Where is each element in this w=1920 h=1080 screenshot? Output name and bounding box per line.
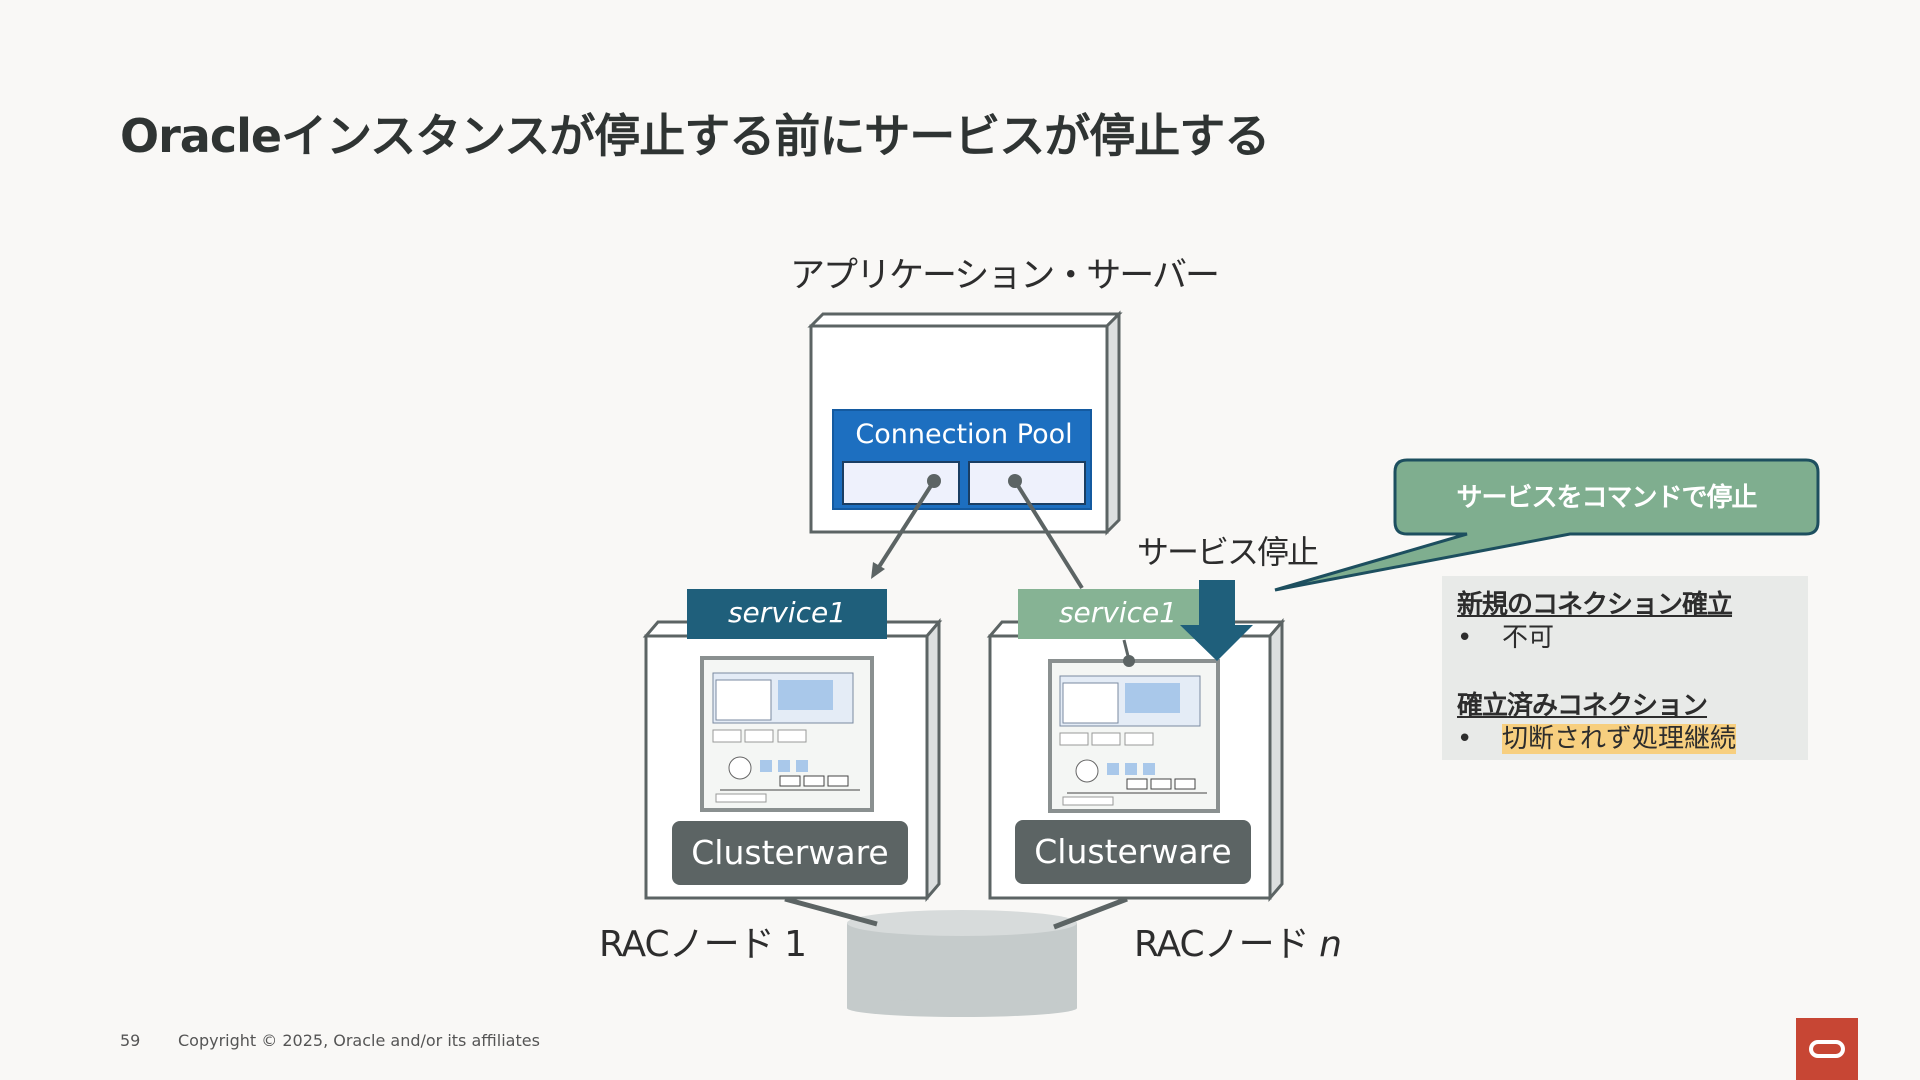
established-value-highlight: 切断されず処理継続 [1502,724,1737,754]
rac-node-1-prefix: RACノード [599,924,775,965]
slide-title: Oracleインスタンスが停止する前にサービスが停止する [120,109,1270,163]
rac-node-n-label: RACノード n [1134,915,1342,967]
service-tab-noden: service1 [1018,589,1218,639]
new-connections-heading: 新規のコネクション確立 [1457,590,1733,620]
rac-node-n-variable: n [1319,924,1342,965]
connection-pool: Connection Pool [832,409,1092,510]
bullet: • [1457,623,1473,653]
connection-pool-label: Connection Pool [855,419,1073,450]
instance-thumbnail-2 [1048,659,1220,813]
clusterware-noden: Clusterware [1015,820,1251,884]
shared-database [847,910,1077,1017]
instance-thumbnail-1 [700,656,874,812]
callout-bubble [1274,458,1820,592]
callout-text: サービスをコマンドで停止 [1456,483,1757,513]
service-stop-label: サービス停止 [1137,533,1319,571]
established-heading: 確立済みコネクション [1457,691,1708,721]
oracle-logo-icon [1796,1018,1858,1080]
clusterware-node1: Clusterware [672,821,908,885]
node1-db-link [784,896,878,927]
bullet: • [1457,724,1473,754]
page-number: 59 [120,1031,141,1050]
service-tab-node1: service1 [687,589,887,639]
new-connections-item: • 不可 [1457,617,1554,654]
rac-node-1-number: 1 [784,924,807,965]
pool-connection-slot-2 [968,461,1086,505]
info-panel: 新規のコネクション確立 • 不可 確立済みコネクション • 切断されず処理継続 [1442,576,1808,760]
established-item: • 切断されず処理継続 [1457,718,1737,755]
new-connections-value: 不可 [1502,623,1555,653]
rac-node-1-label: RACノード 1 [599,915,807,967]
copyright-text: Copyright © 2025, Oracle and/or its affi… [178,1031,540,1050]
rac-node-n-prefix: RACノード [1134,924,1310,965]
noden-db-link [1053,896,1128,930]
pool-connection-slot-1 [842,461,960,505]
app-server-label: アプリケーション・サーバー [790,256,1220,296]
oracle-ring [1809,1040,1845,1058]
